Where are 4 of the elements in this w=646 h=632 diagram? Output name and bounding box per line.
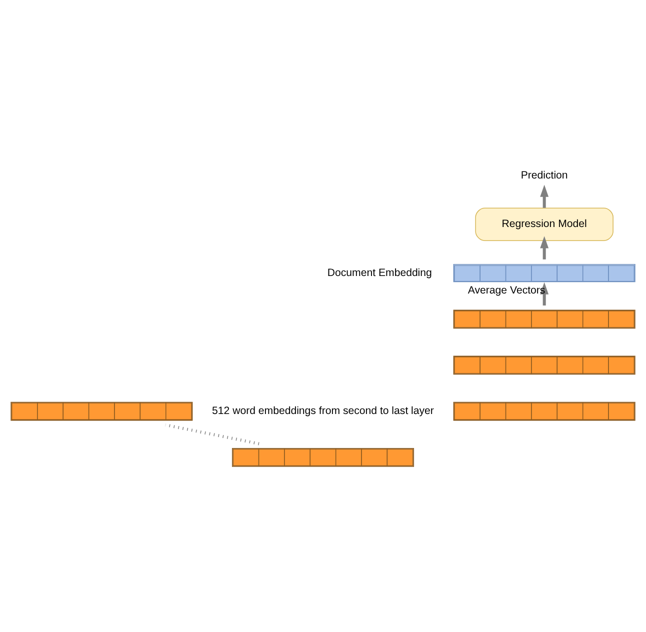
node-label: Document Embedding <box>327 266 432 278</box>
edge-label: Average Vectors <box>468 284 546 296</box>
label: 512 word embeddings from second to last layer <box>212 404 434 417</box>
node-text: Prediction <box>520 168 568 181</box>
